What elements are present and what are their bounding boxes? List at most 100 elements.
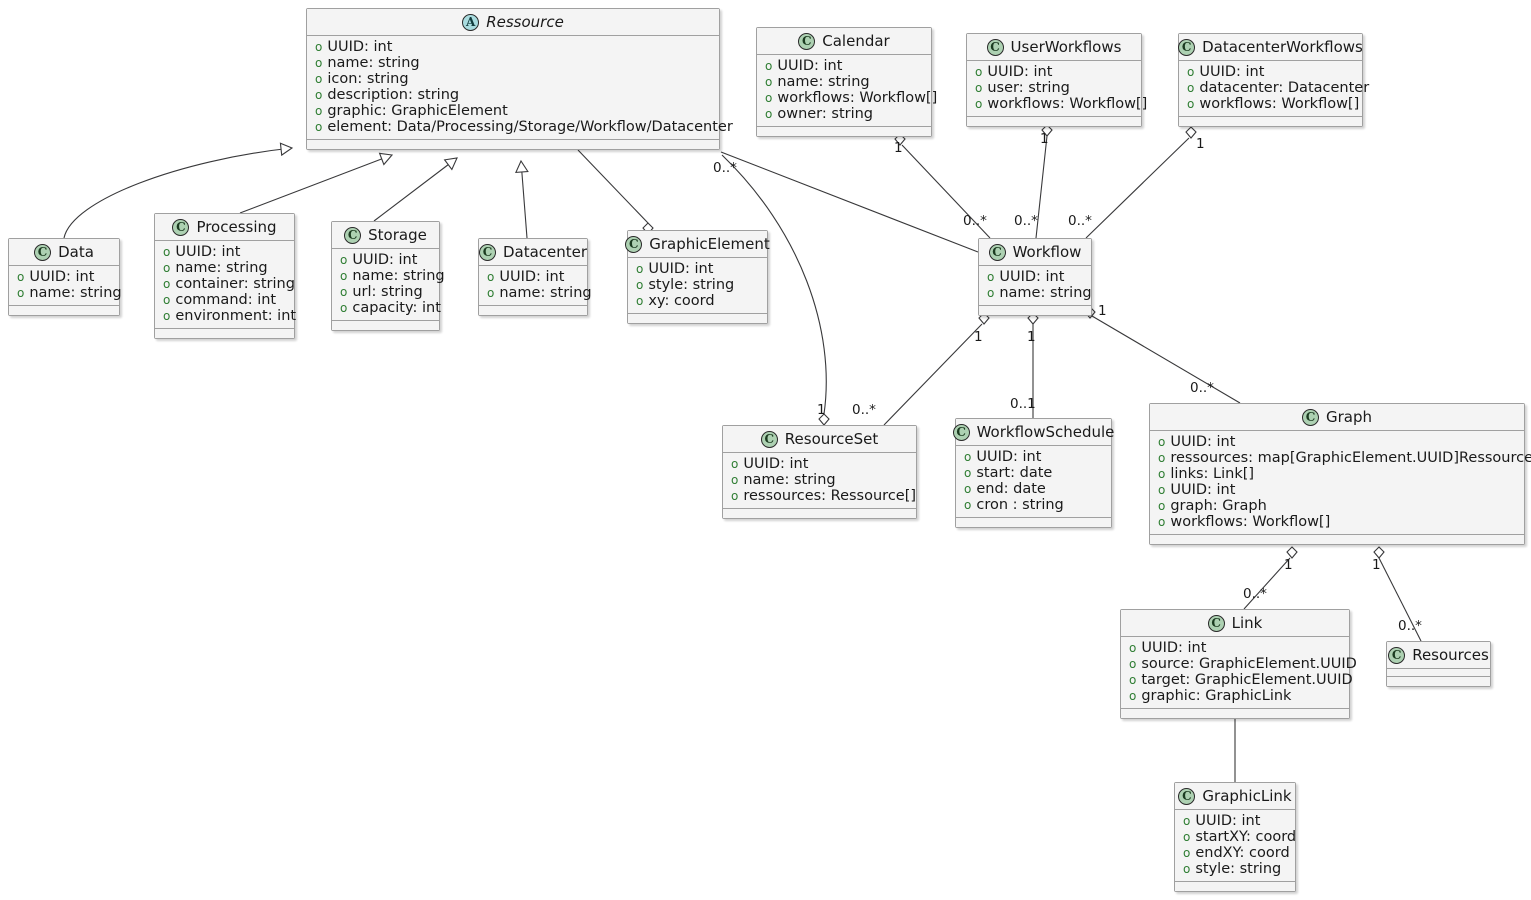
visibility-public-icon: o: [987, 286, 995, 300]
class-name-graphiclink: GraphicLink: [1202, 787, 1292, 805]
attribute-text: UUID: int: [976, 449, 1042, 465]
class-methods-datacenter: [479, 306, 587, 315]
visibility-public-icon: o: [1183, 814, 1191, 828]
attribute-text: name: string: [327, 55, 420, 71]
edge-ressource-aggregates-graphicelement: [577, 149, 649, 224]
class-name-datacenter: Datacenter: [502, 243, 588, 261]
attribute-text: cron : string: [976, 497, 1064, 513]
visibility-public-icon: o: [731, 457, 739, 471]
class-name-data: Data: [58, 243, 94, 261]
attribute-text: icon: string: [327, 71, 409, 87]
attribute-text: graphic: GraphicElement: [327, 103, 508, 119]
class-badge-icon: C: [1388, 646, 1406, 664]
visibility-public-icon: o: [1158, 435, 1166, 449]
class-name-link: Link: [1231, 614, 1263, 632]
multiplicity-label: 1: [1372, 557, 1381, 573]
visibility-public-icon: o: [17, 270, 25, 284]
attribute-row: o UUID: int: [731, 456, 908, 472]
attribute-text: name: string: [999, 285, 1092, 301]
visibility-public-icon: o: [636, 278, 644, 292]
class-name-workflow: Workflow: [1012, 243, 1082, 261]
multiplicity-label: 0..*: [1014, 213, 1038, 229]
class-methods-workflow: [979, 306, 1091, 315]
attribute-text: UUID: int: [777, 58, 843, 74]
attribute-text: source: GraphicElement.UUID: [1141, 656, 1357, 672]
visibility-public-icon: o: [315, 120, 323, 134]
class-name-workflowschedule: WorkflowSchedule: [976, 423, 1115, 441]
edge-storage-inherits-ressource: [373, 157, 458, 222]
edge-workflow-graph: [1091, 315, 1241, 404]
attribute-text: UUID: int: [1195, 813, 1261, 829]
visibility-public-icon: o: [964, 482, 972, 496]
class-name-calendar: Calendar: [822, 32, 890, 50]
visibility-public-icon: o: [340, 269, 348, 283]
attribute-text: name: string: [175, 260, 268, 276]
multiplicity-label: 1: [974, 329, 983, 345]
class-methods-userworkflows: [967, 117, 1141, 126]
multiplicity-label: 0..*: [713, 160, 737, 176]
multiplicity-label: 1: [894, 140, 903, 156]
visibility-public-icon: o: [1187, 81, 1195, 95]
class-badge-icon: C: [172, 218, 190, 236]
visibility-public-icon: o: [1187, 65, 1195, 79]
attribute-text: links: Link[]: [1170, 466, 1255, 482]
attribute-text: UUID: int: [743, 456, 809, 472]
class-badge-icon: C: [952, 423, 970, 441]
visibility-public-icon: o: [315, 88, 323, 102]
visibility-public-icon: o: [1187, 97, 1195, 111]
attribute-text: end: date: [976, 481, 1046, 497]
multiplicity-label: 0..*: [1068, 213, 1092, 229]
visibility-public-icon: o: [765, 59, 773, 73]
attribute-text: name: string: [777, 74, 870, 90]
visibility-public-icon: o: [1129, 641, 1137, 655]
visibility-public-icon: o: [731, 473, 739, 487]
multiplicity-label: 1: [1284, 557, 1293, 573]
class-methods-graph: [1150, 535, 1524, 544]
